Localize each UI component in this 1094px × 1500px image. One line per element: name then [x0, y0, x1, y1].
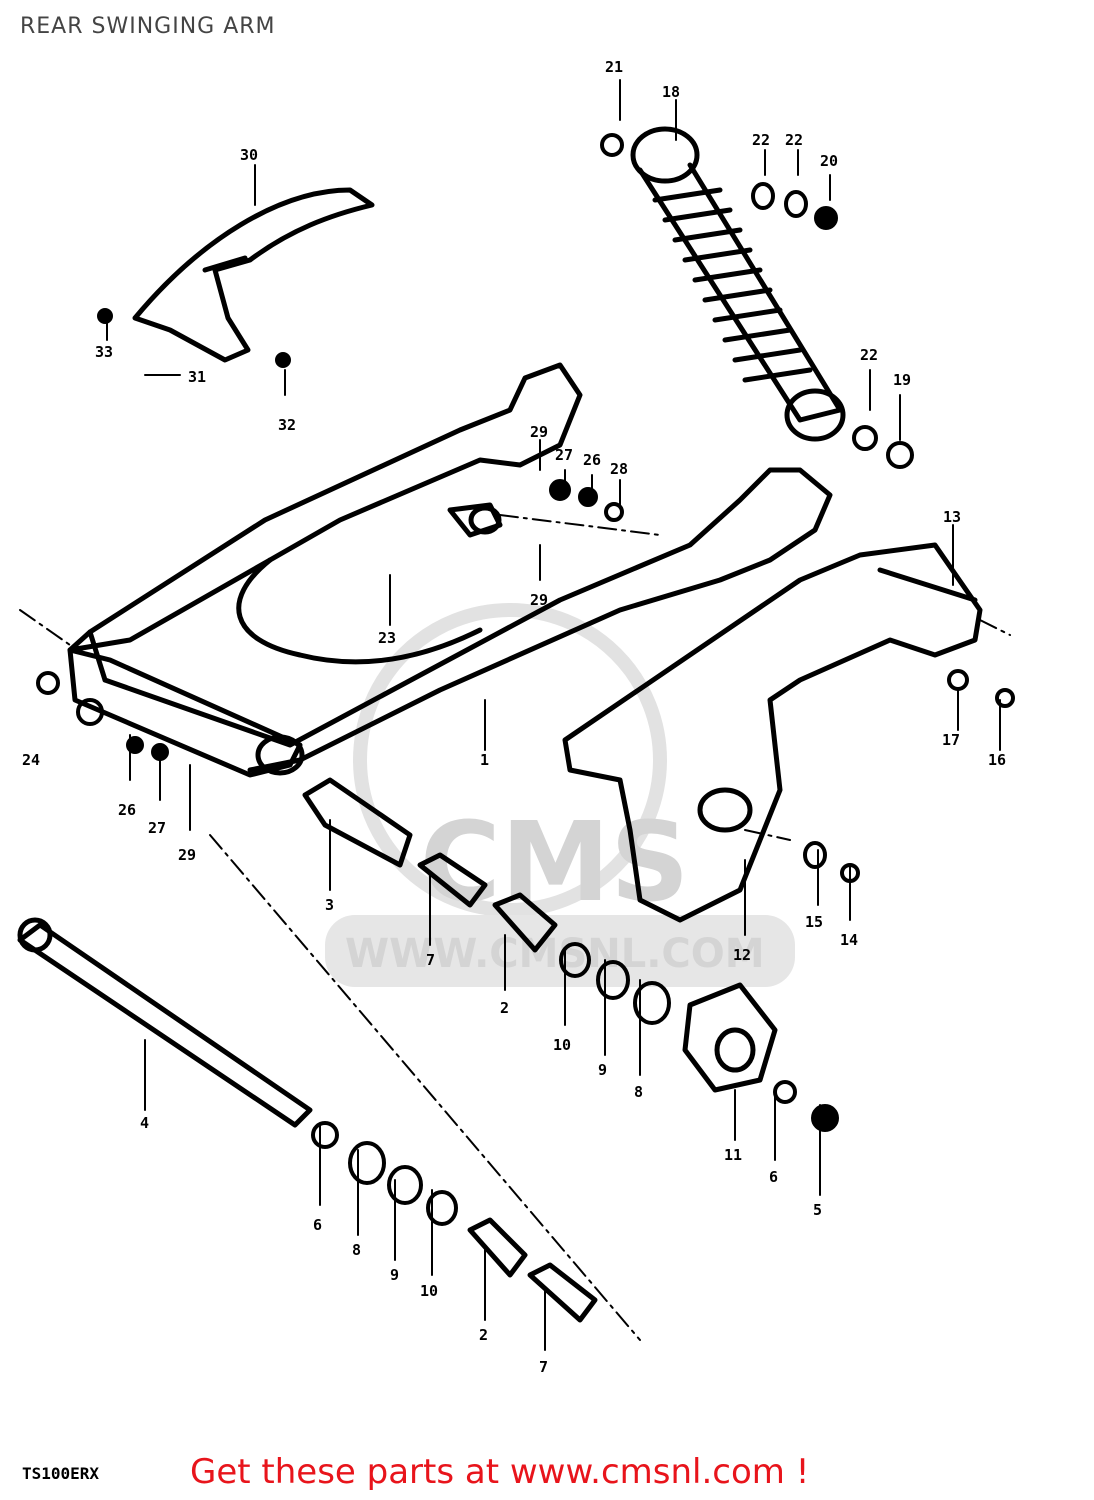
part-label: 1	[480, 751, 489, 769]
bush-2-upper	[492, 892, 558, 953]
part-label: 22	[860, 346, 878, 364]
pivot-shaft	[17, 917, 313, 1128]
part-label: 2	[479, 1326, 488, 1344]
part-label: 22	[785, 131, 803, 149]
part-label: 27	[555, 446, 573, 464]
part-label: 27	[148, 819, 166, 837]
cta-link[interactable]: Get these parts at www.cmsnl.com !	[190, 1452, 810, 1492]
part-label: 26	[583, 451, 601, 469]
part-label: 10	[553, 1036, 571, 1054]
part-label: 6	[313, 1216, 322, 1234]
part-label: 2	[500, 999, 509, 1017]
watermark-url: WWW.CMSNL.COM	[345, 931, 765, 977]
part-label: 14	[840, 931, 858, 949]
part-label: 29	[178, 846, 196, 864]
part-label: 30	[240, 146, 258, 164]
part-label: 5	[813, 1201, 822, 1219]
part-label: 29	[530, 423, 548, 441]
spacer-3	[302, 777, 413, 868]
part-label: 21	[605, 58, 623, 76]
part-label: 20	[820, 152, 838, 170]
shock-absorber	[630, 126, 846, 442]
part-label: 17	[942, 731, 960, 749]
model-code: TS100ERX	[22, 1464, 100, 1483]
part-label: 26	[118, 801, 136, 819]
part-label: 7	[539, 1358, 548, 1376]
part-label: 19	[893, 371, 911, 389]
part-label: 8	[634, 1083, 643, 1101]
part-label: 3	[325, 896, 334, 914]
page-title: REAR SWINGING ARM	[20, 14, 276, 39]
part-label: 10	[420, 1282, 438, 1300]
part-label: 23	[378, 629, 396, 647]
part-label: 32	[278, 416, 296, 434]
part-label: 9	[390, 1266, 399, 1284]
part-label: 16	[988, 751, 1006, 769]
part-label: 31	[188, 368, 206, 386]
part-label: 12	[733, 946, 751, 964]
part-label: 8	[352, 1241, 361, 1259]
part-label: 7	[426, 951, 435, 969]
part-label: 9	[598, 1061, 607, 1079]
part-labels: 21 18 30 22 22 20 33 31 32 22 19 29 27 2…	[22, 58, 1006, 1376]
bush-7-upper	[417, 852, 488, 908]
swing-arm	[67, 362, 583, 653]
part-label: 15	[805, 913, 823, 931]
part-label: 18	[662, 83, 680, 101]
part-label: 4	[140, 1114, 149, 1132]
part-label: 29	[530, 591, 548, 609]
brake-arm	[562, 542, 983, 923]
part-label: 6	[769, 1168, 778, 1186]
bush-7-lower	[527, 1262, 598, 1323]
part-label: 11	[724, 1146, 742, 1164]
part-label: 13	[943, 508, 961, 526]
bush-2-lower	[467, 1217, 528, 1278]
part-label: 28	[610, 460, 628, 478]
part-label: 22	[752, 131, 770, 149]
nut-11	[682, 982, 778, 1093]
chain-guard	[132, 187, 375, 363]
watermark: CMS WWW.CMSNL.COM	[325, 603, 795, 987]
part-label: 24	[22, 751, 40, 769]
part-label: 33	[95, 343, 113, 361]
